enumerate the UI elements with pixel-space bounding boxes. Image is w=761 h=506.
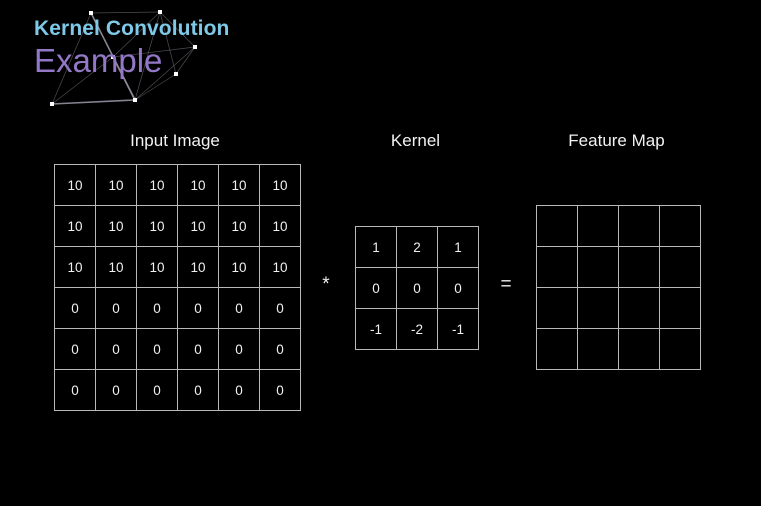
matrix-cell: -2 <box>396 308 438 350</box>
mesh-edge <box>90 11 161 14</box>
matrix-cell: 2 <box>396 226 438 268</box>
matrix-cell <box>659 205 701 247</box>
matrix-cell: 0 <box>437 267 479 309</box>
matrix-cell <box>659 328 701 370</box>
matrix-cell <box>536 287 578 329</box>
matrix-cell: 0 <box>54 369 96 411</box>
matrix-cell: 0 <box>136 369 178 411</box>
matrix-cell: 10 <box>136 164 178 206</box>
matrix-cell: 10 <box>218 164 260 206</box>
mesh-node <box>158 10 162 14</box>
matrix-cell: 0 <box>54 287 96 329</box>
matrix-cell: 0 <box>177 287 219 329</box>
matrix-cell <box>618 246 660 288</box>
matrix-cell: 10 <box>54 164 96 206</box>
equals-operator-symbol: = <box>500 274 512 295</box>
matrix-cell: 0 <box>218 328 260 370</box>
matrix-cell: 10 <box>259 246 301 288</box>
matrix-cell: 0 <box>54 328 96 370</box>
mesh-edge <box>51 99 136 105</box>
table-row <box>536 287 701 329</box>
matrix-cell <box>618 205 660 247</box>
matrix-cell <box>577 287 619 329</box>
matrix-cell <box>659 246 701 288</box>
matrix-cell: 10 <box>177 164 219 206</box>
matrix-cell: -1 <box>355 308 397 350</box>
matrix-cell <box>618 328 660 370</box>
matrix-cell: 10 <box>95 246 137 288</box>
matrix-cell: 10 <box>136 246 178 288</box>
matrix-cell: 1 <box>355 226 397 268</box>
matrix-cell: 0 <box>95 328 137 370</box>
matrix-cell: 0 <box>259 369 301 411</box>
matrix-cell: 10 <box>218 246 260 288</box>
matrix-cell <box>536 328 578 370</box>
matrix-cell: -1 <box>437 308 479 350</box>
matrix-cell: 10 <box>259 164 301 206</box>
matrix-cell: 10 <box>177 246 219 288</box>
mesh-node <box>89 11 93 15</box>
matrix-cell <box>577 205 619 247</box>
matrix-cell: 10 <box>136 205 178 247</box>
heading-input-image: Input Image <box>130 131 220 150</box>
matrix-cell: 10 <box>177 205 219 247</box>
matrix-cell: 10 <box>95 164 137 206</box>
matrix-cell: 0 <box>396 267 438 309</box>
matrix-cell <box>536 205 578 247</box>
matrix-cell: 0 <box>136 328 178 370</box>
table-row <box>536 328 701 370</box>
matrix-cell <box>659 287 701 329</box>
matrix-cell: 0 <box>177 328 219 370</box>
table-row <box>536 246 701 288</box>
matrix-cell: 10 <box>218 205 260 247</box>
mesh-node <box>50 102 54 106</box>
slide-title-block: Kernel Convolution Example <box>34 17 454 80</box>
feature-map-matrix <box>536 205 701 370</box>
table-row <box>536 205 701 247</box>
page-title-secondary: Example <box>34 41 163 79</box>
matrix-cell: 10 <box>54 205 96 247</box>
matrix-cell: 10 <box>54 246 96 288</box>
matrix-cell <box>618 287 660 329</box>
matrix-cell: 0 <box>136 287 178 329</box>
matrix-cell: 0 <box>259 328 301 370</box>
matrix-cell <box>577 246 619 288</box>
table-row: -1-2-1 <box>355 308 479 350</box>
matrix-cell: 0 <box>95 287 137 329</box>
heading-feature-map: Feature Map <box>568 131 665 150</box>
matrix-cell: 0 <box>259 287 301 329</box>
matrix-cell: 0 <box>95 369 137 411</box>
matrix-cell: 10 <box>259 205 301 247</box>
mesh-node <box>133 98 137 102</box>
convolution-operator-symbol: * <box>322 274 330 295</box>
matrix-cell: 0 <box>177 369 219 411</box>
matrix-cell: 0 <box>355 267 397 309</box>
matrix-cell <box>536 246 578 288</box>
matrix-cell: 0 <box>218 287 260 329</box>
page-title-primary: Kernel Convolution <box>34 17 230 40</box>
matrix-cell: 0 <box>218 369 260 411</box>
matrix-cell: 1 <box>437 226 479 268</box>
matrix-cell <box>577 328 619 370</box>
matrix-cell: 10 <box>95 205 137 247</box>
heading-kernel: Kernel <box>390 131 441 150</box>
